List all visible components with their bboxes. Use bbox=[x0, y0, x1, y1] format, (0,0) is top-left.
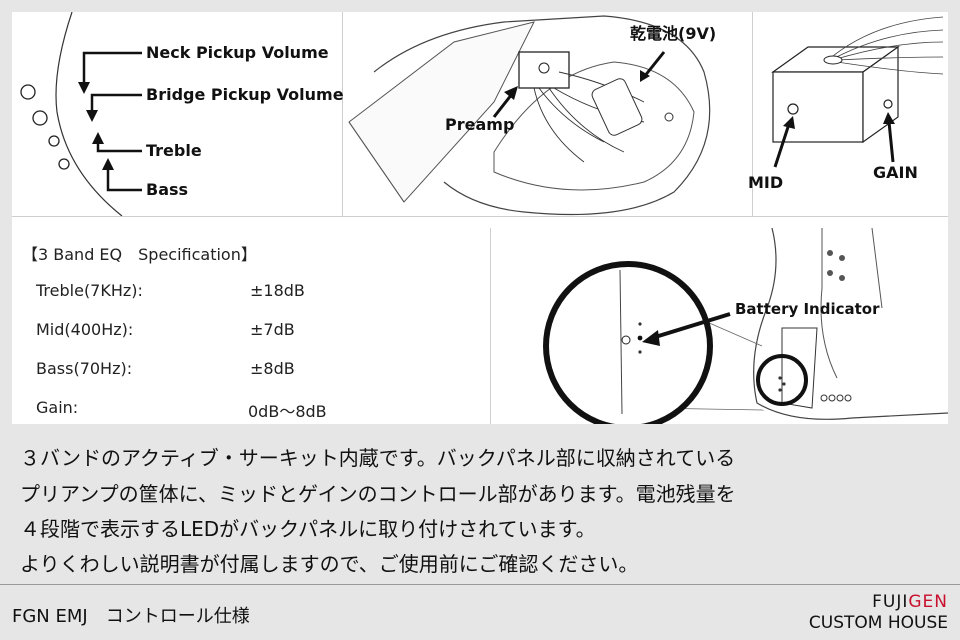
spec-bass-name: Bass(70Hz): bbox=[36, 359, 133, 378]
spec-gain-name: Gain: bbox=[36, 398, 79, 417]
label-bass: Bass bbox=[146, 180, 189, 199]
spec-mid-name: Mid(400Hz): bbox=[36, 320, 134, 339]
spec-bass-value: ±8dB bbox=[250, 359, 295, 378]
brand-sub: CUSTOM HOUSE bbox=[808, 613, 948, 633]
label-battery-indicator: Battery Indicator bbox=[735, 300, 880, 318]
brand-gen: GEN bbox=[908, 592, 948, 612]
footer-divider bbox=[0, 584, 960, 585]
treble-knob bbox=[48, 135, 60, 147]
label-preamp: Preamp bbox=[445, 115, 515, 134]
knob-diagram bbox=[20, 12, 142, 216]
horizontal-divider bbox=[12, 216, 948, 217]
vertical-divider-top2 bbox=[752, 12, 753, 216]
description-line-4: よりくわしい説明書が付属しますので、ご使用前にご確認ください。 bbox=[20, 552, 639, 576]
label-battery-9v: 乾電池(9V) bbox=[630, 24, 717, 43]
spec-treble-value: ±18dB bbox=[250, 281, 305, 300]
brand-fuji: FUJI bbox=[872, 592, 909, 612]
preamp-box-illustration bbox=[771, 16, 944, 168]
label-neck-pickup-volume: Neck Pickup Volume bbox=[146, 43, 329, 62]
spec-mid-value: ±7dB bbox=[250, 320, 295, 339]
battery-indicator-illustration bbox=[543, 228, 948, 424]
spec-treble-name: Treble(7KHz): bbox=[36, 281, 143, 300]
bridge-volume-knob bbox=[32, 110, 48, 126]
description-line-1: ３バンドのアクティブ・サーキット内蔵です。バックパネル部に収納されている bbox=[20, 446, 736, 470]
vertical-divider-bottom bbox=[490, 228, 491, 424]
bass-knob bbox=[58, 158, 70, 170]
spec-gain-value: 0dB～8dB bbox=[248, 402, 327, 421]
label-gain: GAIN bbox=[873, 163, 918, 182]
neck-volume-knob bbox=[20, 84, 36, 100]
battery-shape bbox=[591, 78, 643, 136]
footer-title: FGN EMJ コントロール仕様 bbox=[12, 606, 250, 627]
spec-title: 【3 Band EQ Specification】 bbox=[22, 245, 257, 264]
preamp-box bbox=[518, 51, 570, 89]
description-line-3: ４段階で表示するLEDがバックパネルに取り付けされています。 bbox=[20, 517, 596, 541]
description-line-2: プリアンプの筐体に、ミッドとゲインのコントロール部があります。電池残量を bbox=[20, 482, 736, 506]
label-treble: Treble bbox=[146, 141, 202, 160]
label-bridge-pickup-volume: Bridge Pickup Volume bbox=[146, 85, 344, 104]
gain-knob-hole bbox=[883, 99, 893, 109]
mid-knob-hole bbox=[787, 103, 799, 115]
vertical-divider-top bbox=[342, 12, 343, 216]
zoom-small-circle bbox=[756, 354, 808, 406]
preamp-cavity-illustration bbox=[348, 15, 711, 216]
brand-logo: FUJIGEN CUSTOM HOUSE bbox=[809, 592, 948, 634]
label-mid: MID bbox=[748, 173, 784, 192]
